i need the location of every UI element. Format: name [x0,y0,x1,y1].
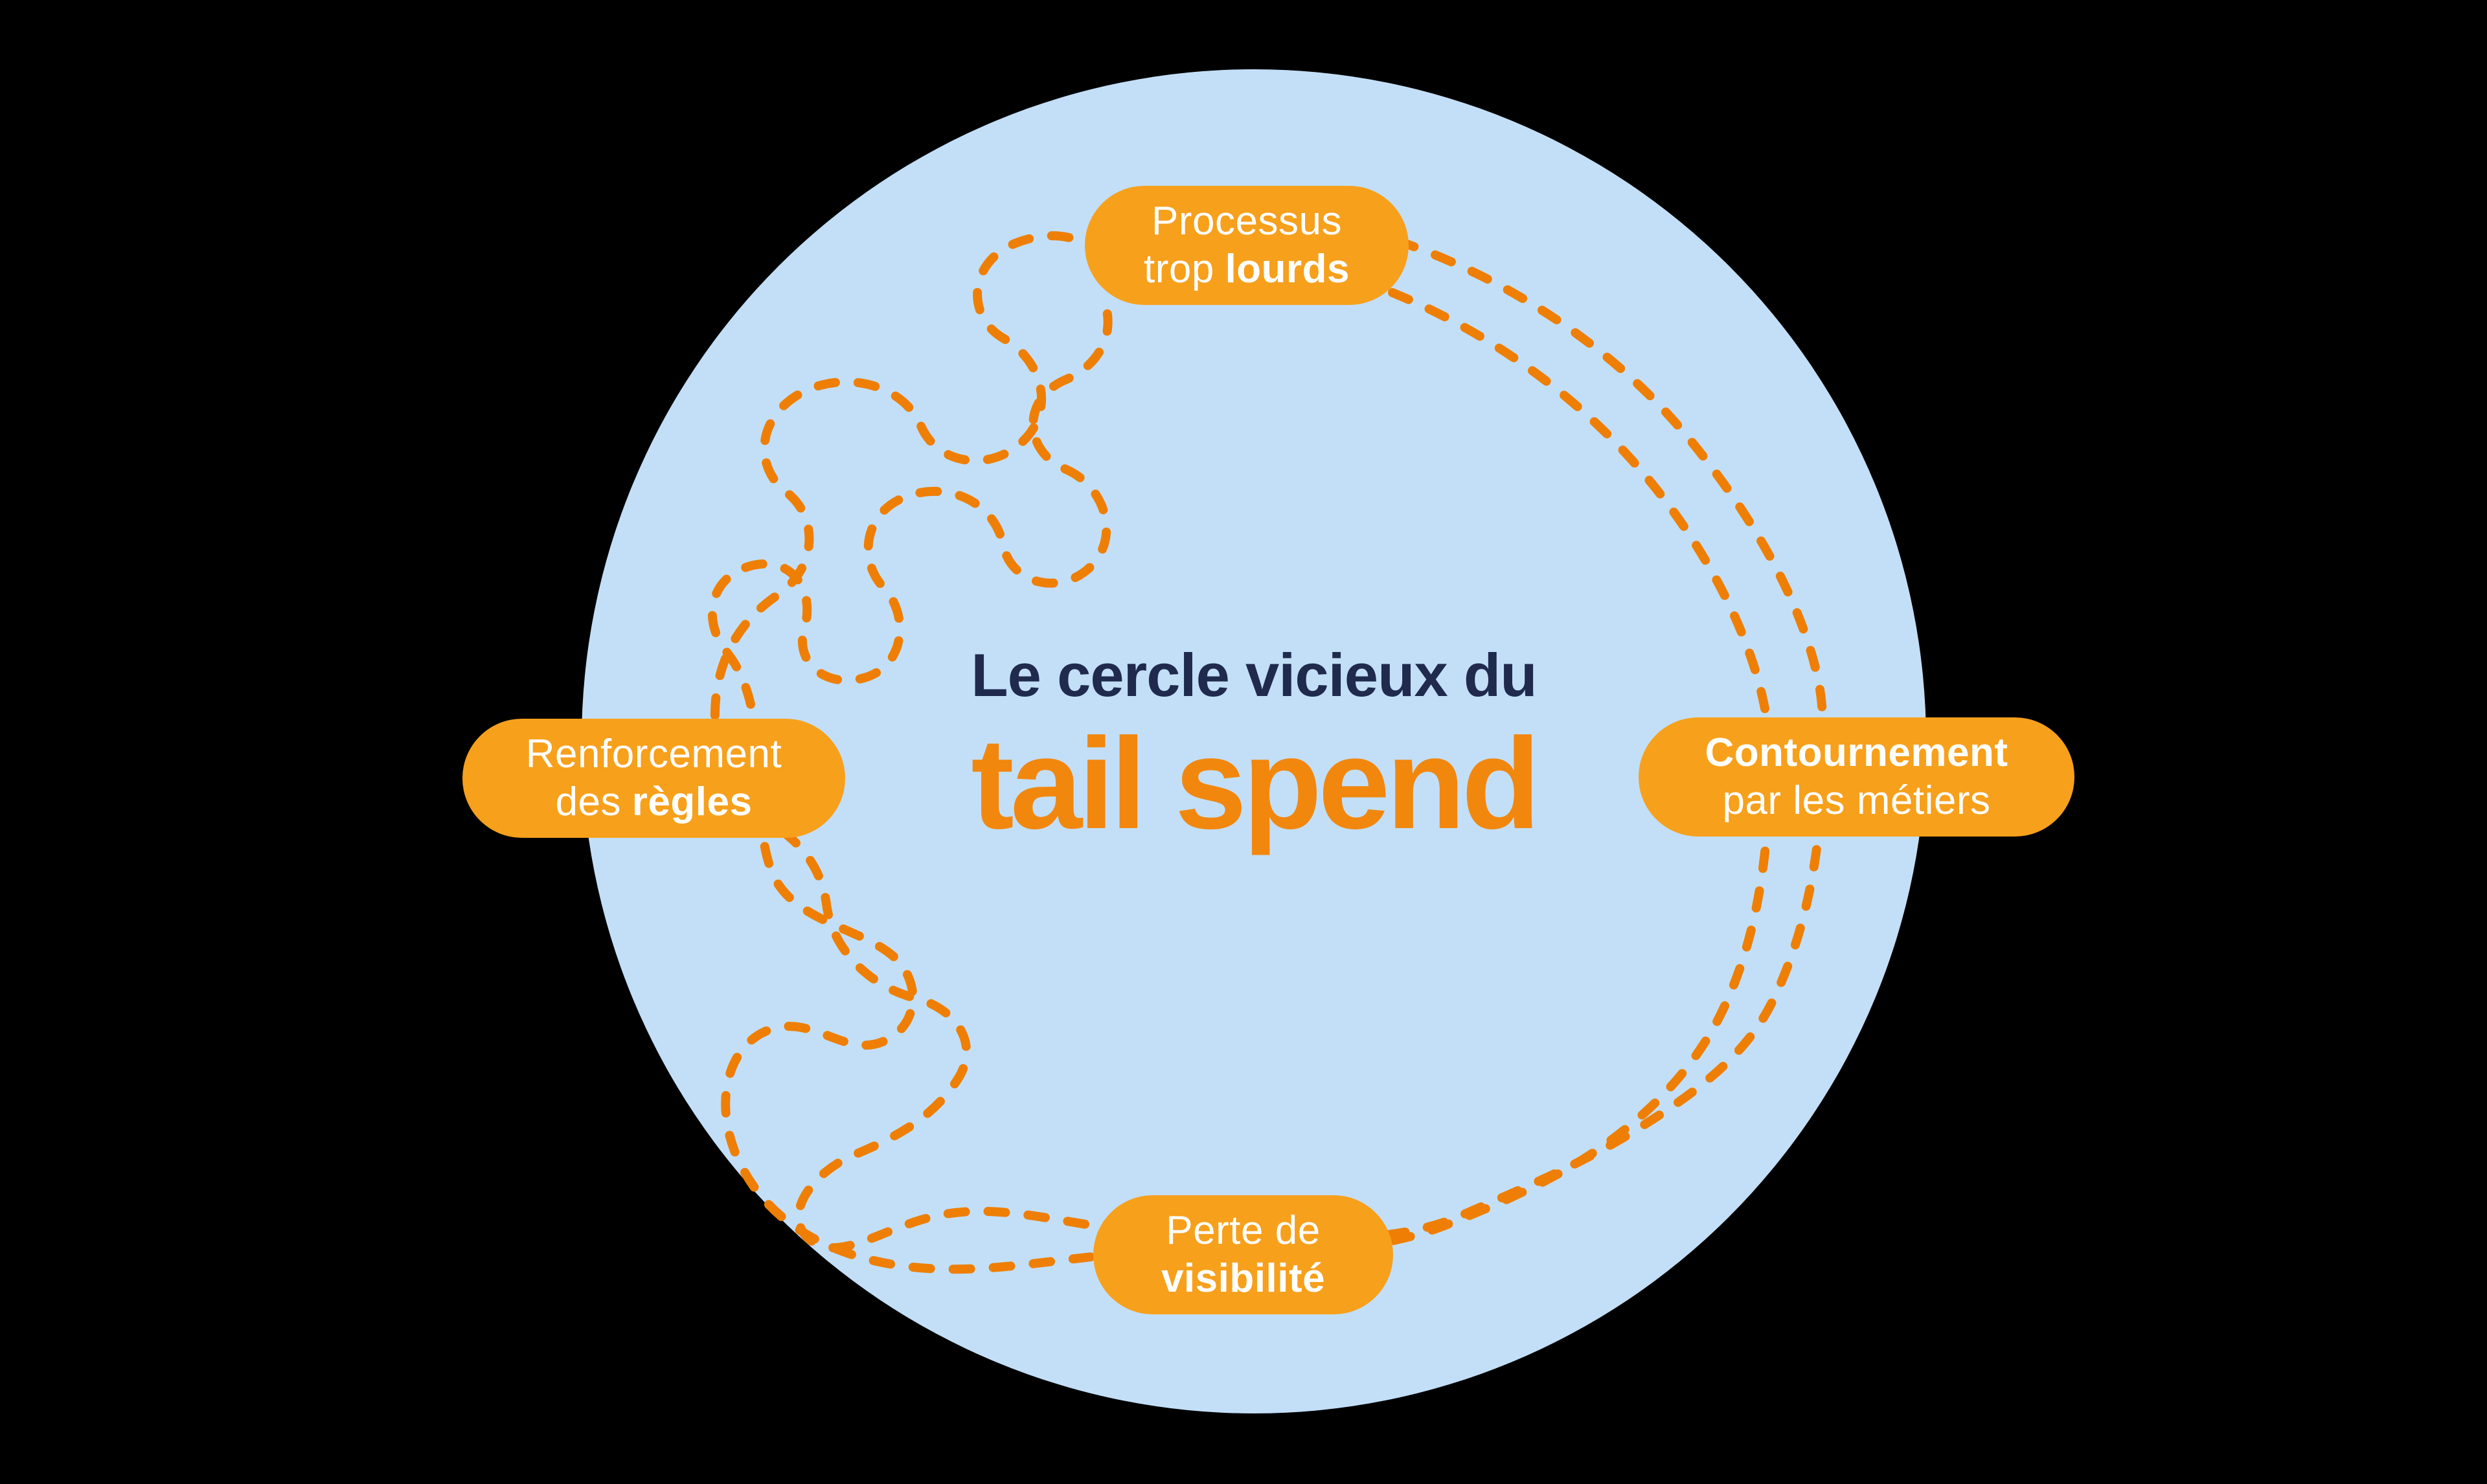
dashed-thread-outer [710,231,1828,1252]
pill-text-bold: Contournement [1705,730,2008,775]
pill-text: par les métiers [1722,778,1991,823]
pill-line: trop lourds [1144,245,1350,293]
pill-text-bold: lourds [1225,247,1350,291]
pill-text: trop [1143,247,1214,291]
pill-line: Contournement [1705,729,2008,777]
node-pill-perte-visibilite: Perte de visibilité [1093,1195,1393,1314]
pill-line: Processus [1152,197,1342,245]
dashed-thread-inner [707,288,1775,1274]
pill-text: des [555,780,622,824]
light-blue-disc [582,69,1926,1413]
pill-line: Perte de [1166,1207,1320,1255]
pill-line: visibilité [1161,1255,1325,1303]
node-pill-renforcement: Renforcement des règles [462,719,845,838]
pill-text: Processus [1152,199,1342,243]
pill-text: Renforcement [525,732,782,776]
title-line-2: tail spend [971,712,1540,856]
pill-line: Renforcement [526,730,782,778]
diagram-title: Le cercle vicieux du tail spend [736,640,1772,852]
node-pill-processus: Processus trop lourds [1085,186,1409,305]
pill-text: Perte de [1166,1208,1321,1253]
title-line-1: Le cercle vicieux du [971,641,1537,709]
pill-line: des règles [556,778,753,826]
pill-text-bold: règles [631,780,753,824]
pill-text-bold: visibilité [1161,1256,1326,1301]
pill-line: par les métiers [1722,777,1990,825]
node-pill-contournement: Contournement par les métiers [1639,717,2074,837]
